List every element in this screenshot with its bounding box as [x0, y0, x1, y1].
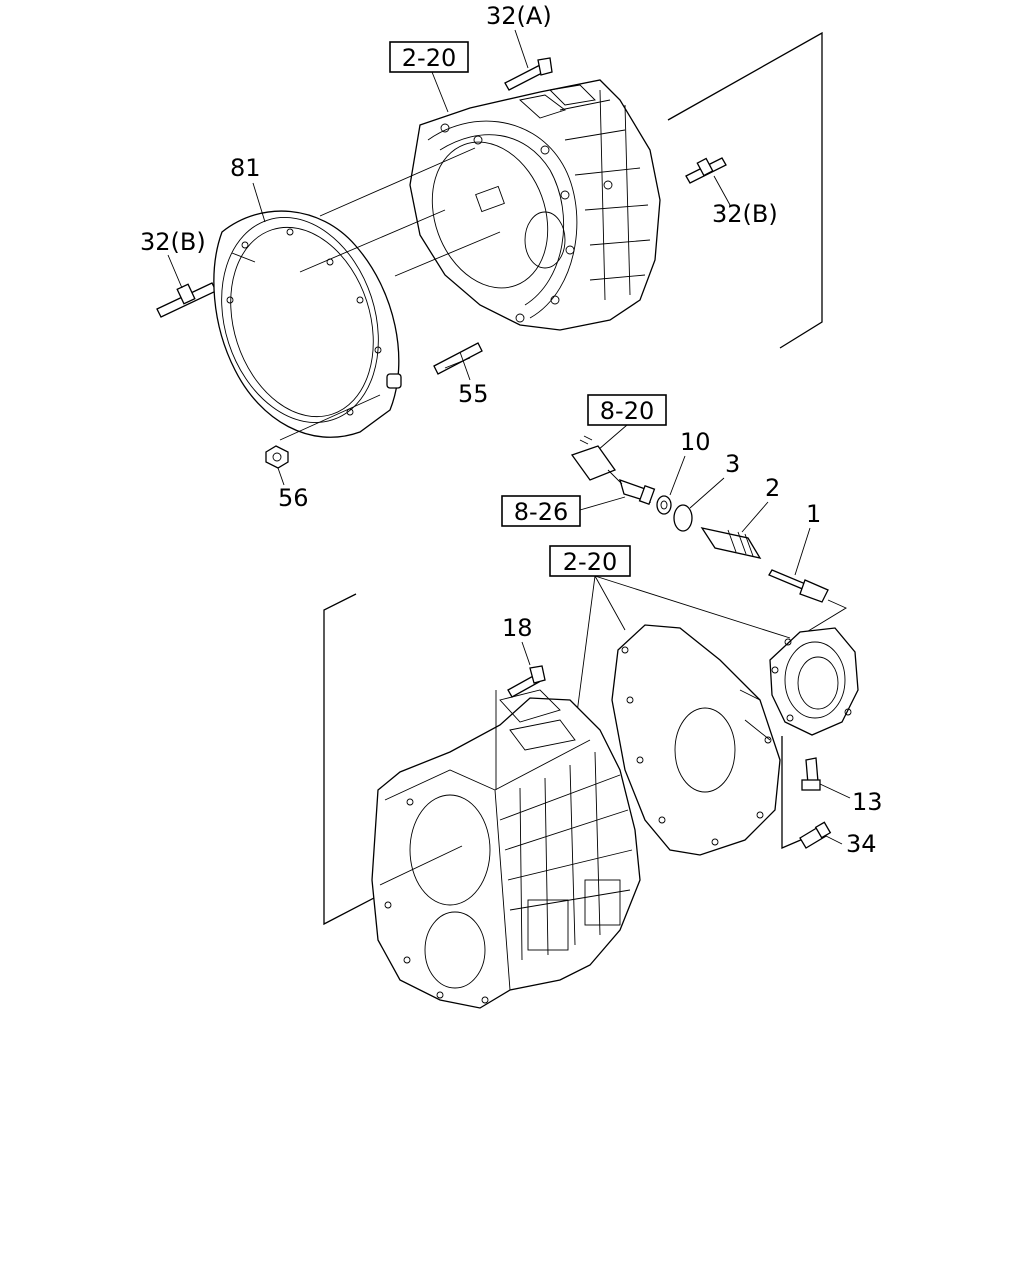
- svg-text:2-20: 2-20: [563, 548, 617, 576]
- bracket-upper: [667, 31, 823, 349]
- callout-32b-right: 32(B): [712, 200, 778, 228]
- seal-10: [656, 495, 672, 515]
- bolt-18: [507, 665, 546, 698]
- nut-56: [265, 445, 289, 469]
- o-ring-3: [673, 504, 693, 532]
- sensor-body: [607, 469, 656, 506]
- svg-text:8-26: 8-26: [514, 498, 568, 526]
- clutch-housing: [409, 79, 661, 331]
- stud-32b-right: [685, 157, 727, 184]
- bracket-right-lower: [781, 736, 811, 849]
- bolt-32a: [504, 57, 553, 91]
- callout-34: 34: [846, 830, 877, 858]
- reference-box-2-20-mid: 2-20: [549, 545, 791, 729]
- callout-10: 10: [680, 428, 711, 456]
- callout-2: 2: [765, 474, 780, 502]
- callout-55: 55: [458, 380, 489, 408]
- svg-text:2-20: 2-20: [402, 44, 456, 72]
- callout-56: 56: [278, 484, 309, 512]
- callout-1: 1: [806, 500, 821, 528]
- shaft-1: [768, 569, 829, 603]
- callout-18: 18: [502, 614, 533, 642]
- stud-55: [433, 342, 483, 375]
- speedometer-housing: [769, 627, 859, 736]
- callout-3: 3: [725, 450, 740, 478]
- callout-81: 81: [230, 154, 261, 182]
- flywheel-housing-ring-81: [213, 210, 402, 438]
- reference-box-8-26: 8-26: [501, 495, 626, 527]
- callout-13: 13: [852, 788, 883, 816]
- reference-box-8-20: 8-20: [587, 394, 667, 451]
- speed-sensor-connector: [570, 435, 617, 481]
- callout-32b-left: 32(B): [140, 228, 206, 256]
- svg-text:8-20: 8-20: [600, 397, 654, 425]
- plug-34: [799, 821, 832, 849]
- reference-box-2-20-top: 2-20: [389, 41, 469, 113]
- stud-32b-left: [156, 282, 217, 318]
- callout-32a: 32(A): [486, 2, 552, 30]
- transmission-case: [371, 689, 641, 1009]
- rear-cover-plate: [611, 624, 781, 856]
- sleeve-2: [700, 527, 762, 559]
- bolt-13: [801, 757, 821, 791]
